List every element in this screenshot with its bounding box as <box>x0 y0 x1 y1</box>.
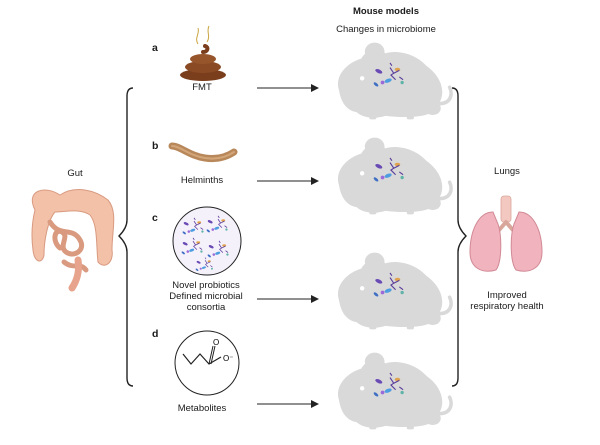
outcome-line-2: respiratory health <box>470 301 544 312</box>
label-helminths: Helminths <box>180 175 224 186</box>
panel-letter-d: d <box>152 328 159 340</box>
outcome-line-1: Improved <box>487 290 527 301</box>
mouse-d <box>336 350 453 432</box>
gut-illustration <box>31 189 115 292</box>
probiotics-illustration <box>172 206 242 276</box>
label-probiotics-line-1: Novel probiotics <box>172 280 240 291</box>
worm-illustration <box>168 142 238 162</box>
lungs-label: Lungs <box>494 166 520 177</box>
lungs-illustration <box>469 195 543 272</box>
label-probiotics-line-2: Defined microbial <box>169 291 243 302</box>
panel-letter-c: c <box>152 212 158 224</box>
panel-letter-b: b <box>152 140 159 152</box>
mouse-b <box>336 135 453 217</box>
metabolite-illustration <box>174 330 240 396</box>
header-title: Mouse models <box>353 6 419 17</box>
mouse-a <box>336 40 453 122</box>
header-subtitle: Changes in microbiome <box>336 24 436 35</box>
right-bracket <box>451 87 467 387</box>
left-bracket <box>118 87 134 387</box>
label-metabolites: Metabolites <box>177 403 227 414</box>
gut-label: Gut <box>67 168 83 179</box>
panel-letter-a: a <box>152 42 158 54</box>
carboxylate-label: O⁻ <box>223 354 233 363</box>
label-probiotics-line-3: consortia <box>186 302 226 313</box>
poop-illustration <box>180 25 226 81</box>
oxygen-label: O <box>213 338 219 347</box>
mouse-c <box>336 250 453 332</box>
label-fmt: FMT <box>192 82 212 93</box>
